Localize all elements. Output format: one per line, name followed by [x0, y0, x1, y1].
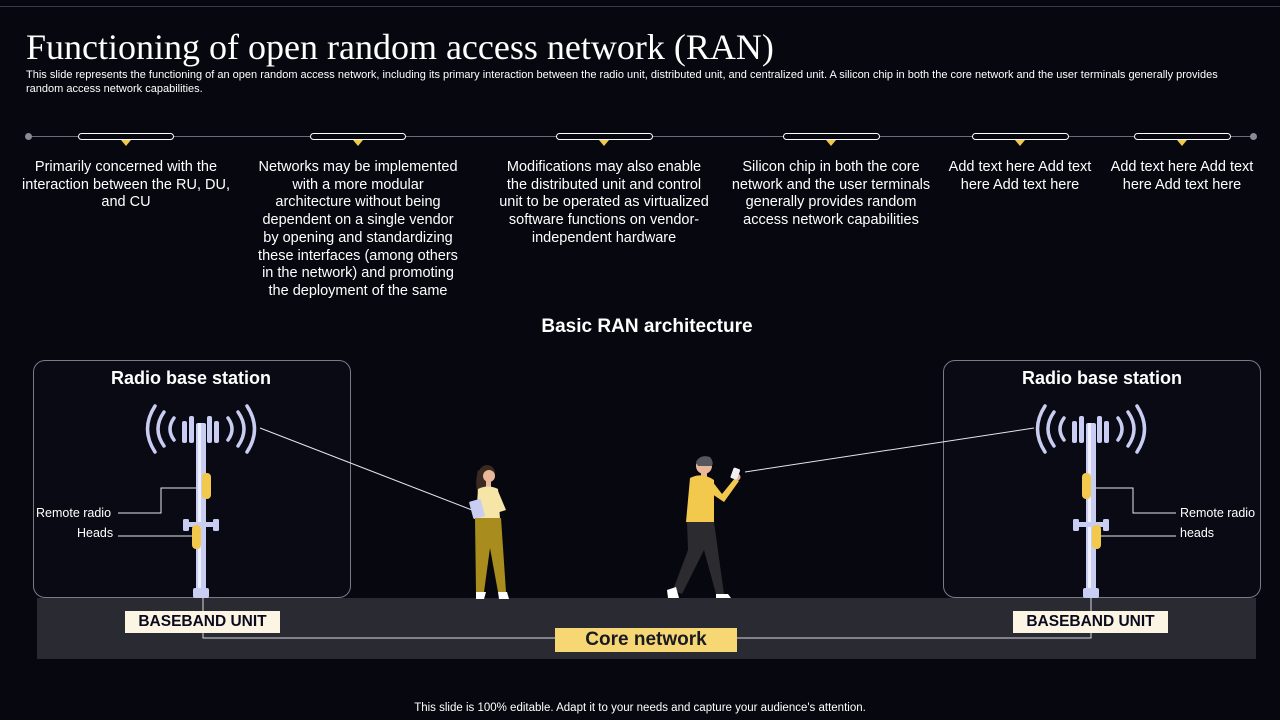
timeline-arrow-6 — [1177, 140, 1187, 146]
left-rrh-label-line1: Remote radio — [36, 506, 112, 520]
right-station-panel — [943, 360, 1261, 598]
timeline-marker-2 — [310, 133, 406, 140]
timeline-text-4: Silicon chip in both the core network an… — [731, 159, 931, 229]
man-user-icon — [667, 456, 741, 598]
timeline-text-5: Add text here Add text here Add text her… — [948, 159, 1092, 193]
timeline-marker-4 — [783, 133, 880, 140]
right-baseband-unit: BASEBAND UNIT — [1013, 611, 1168, 633]
right-rrh-label-line1: Remote radio — [1180, 506, 1256, 520]
timeline-marker-5 — [972, 133, 1069, 140]
timeline-end-dot — [1250, 133, 1257, 140]
timeline-marker-3 — [556, 133, 653, 140]
left-rrh-label-line2: Heads — [77, 526, 114, 540]
page-subtitle: This slide represents the functioning of… — [26, 69, 1218, 95]
top-divider — [0, 6, 1280, 7]
timeline-arrow-5 — [1015, 140, 1025, 146]
woman-user-icon — [469, 465, 509, 599]
timeline-marker-6 — [1134, 133, 1231, 140]
right-rrh-label-line2: heads — [1180, 526, 1215, 540]
footer-note: This slide is 100% editable. Adapt it to… — [414, 702, 866, 714]
timeline-arrow-3 — [599, 140, 609, 146]
left-rrh-leader-1 — [118, 487, 198, 514]
page-title: Functioning of open random access networ… — [26, 27, 774, 67]
timeline-arrow-4 — [826, 140, 836, 146]
architecture-title: Basic RAN architecture — [541, 316, 753, 337]
left-tower-icon — [145, 404, 257, 598]
timeline-text-1: Primarily concerned with the interaction… — [22, 159, 230, 211]
left-station-title: Radio base station — [110, 368, 272, 388]
timeline-arrow-1 — [121, 140, 131, 146]
timeline-text-3: Modifications may also enable the distri… — [499, 159, 709, 246]
timeline-text-6: Add text here Add text here Add text her… — [1110, 159, 1254, 193]
timeline-arrow-2 — [353, 140, 363, 146]
left-station-panel — [33, 360, 351, 598]
left-signal-line — [259, 427, 473, 511]
left-baseband-unit: BASEBAND UNIT — [125, 611, 280, 633]
timeline-start-dot — [25, 133, 32, 140]
timeline-marker-1 — [78, 133, 174, 140]
right-station-title: Radio base station — [1021, 368, 1183, 388]
right-rrh-leader-1 — [1096, 487, 1176, 514]
right-tower-icon — [1035, 404, 1147, 598]
timeline-text-2: Networks may be implemented with a more … — [258, 159, 458, 299]
core-network-box: Core network — [555, 628, 737, 652]
right-signal-line — [744, 427, 1035, 473]
